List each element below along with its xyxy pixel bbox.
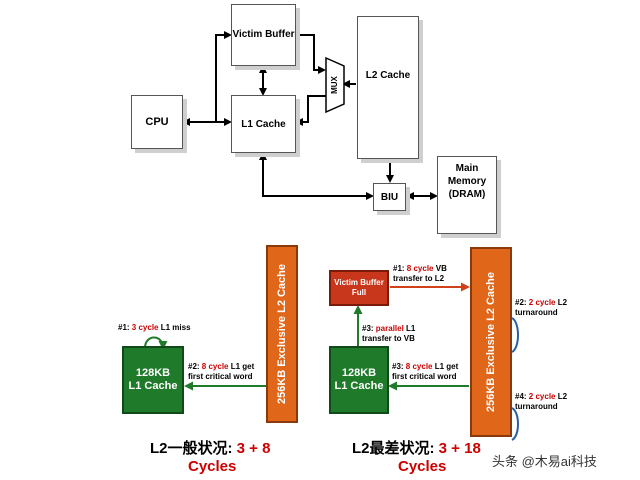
- left-title: L2一般状况: 3 + 8: [150, 440, 271, 457]
- left-miss-annotation: #1: 3 cycle L1 miss: [118, 323, 191, 332]
- victim-buffer-label: Victim Buffer: [232, 29, 295, 40]
- right-a3-annotation: #3: parallel L1 transfer to VB: [362, 324, 416, 343]
- biu-box: BIU: [373, 183, 406, 211]
- victim-buffer-box: Victim Buffer: [231, 4, 296, 66]
- right-title-cycles: Cycles: [398, 458, 447, 475]
- right-l2-cache-bar: 256KB Exclusive L2 Cache: [470, 247, 512, 437]
- right-a2-annotation: #2: 2 cycle L2 turnaround: [515, 298, 568, 317]
- mux-label: MUX: [329, 76, 339, 94]
- right-l2-cache-label: 256KB Exclusive L2 Cache: [485, 271, 497, 413]
- left-l2-cache-label: 256KB Exclusive L2 Cache: [276, 263, 288, 405]
- right-l1-cache-box: 128KB L1 Cache: [329, 346, 389, 414]
- victim-buffer-full-label: Victim Buffer Full: [334, 278, 384, 297]
- right-a3b-annotation: #3: 8 cycle L1 get first critical word: [392, 362, 459, 381]
- victim-buffer-full-box: Victim Buffer Full: [329, 270, 389, 306]
- biu-label: BIU: [380, 191, 399, 203]
- l2-cache-label: L2 Cache: [365, 70, 411, 81]
- cpu-box: CPU: [131, 95, 183, 149]
- left-l2-cache-bar: 256KB Exclusive L2 Cache: [266, 245, 298, 423]
- l2-cache-box: L2 Cache: [357, 16, 419, 159]
- cpu-label: CPU: [145, 116, 169, 128]
- left-get-annotation: #2: 8 cycle L1 get first critical word: [188, 362, 255, 381]
- main-memory-box: Main Memory (DRAM): [437, 156, 497, 234]
- l1-cache-box: L1 Cache: [231, 95, 296, 153]
- right-l1-cache-label: 128KB L1 Cache: [334, 367, 384, 392]
- main-memory-label: Main Memory (DRAM): [447, 162, 487, 200]
- left-title-cycles: Cycles: [188, 458, 237, 475]
- left-l1-cache-label: 128KB L1 Cache: [128, 367, 178, 392]
- right-a4-annotation: #4: 2 cycle L2 turnaround: [515, 392, 568, 411]
- right-a1-annotation: #1: 8 cycle VB transfer to L2: [393, 264, 447, 283]
- right-title: L2最差状况: 3 + 18: [352, 440, 481, 457]
- watermark: 头条 @木易ai科技: [492, 454, 597, 469]
- left-l1-cache-box: 128KB L1 Cache: [122, 346, 184, 414]
- l1-cache-label: L1 Cache: [241, 118, 286, 130]
